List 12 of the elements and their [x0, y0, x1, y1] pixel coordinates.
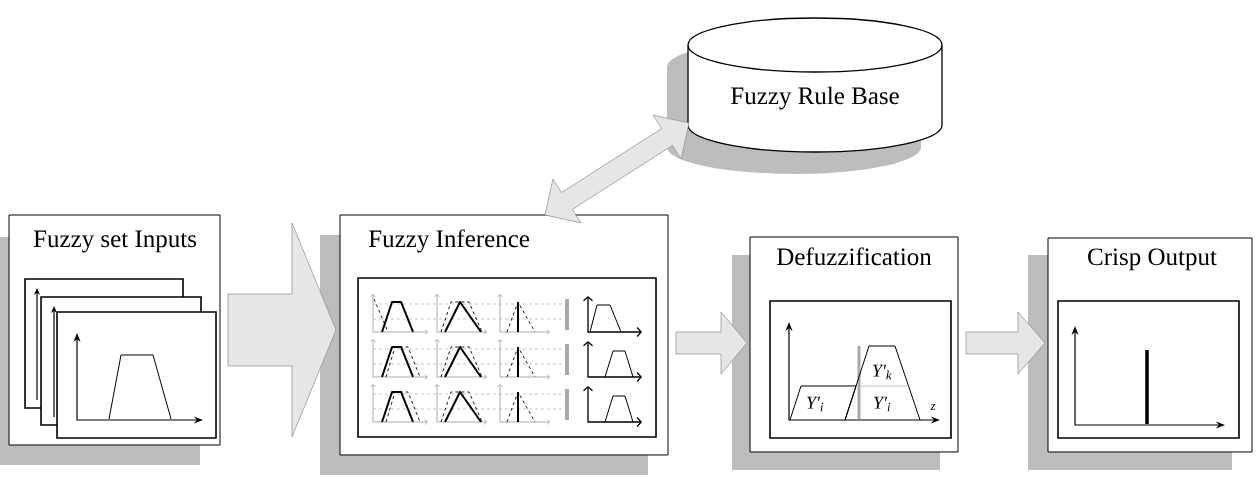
process-box: Fuzzy Inference	[339, 214, 669, 456]
math-label: Y′$_{i}$	[874, 396, 891, 412]
block-arrow	[227, 222, 337, 438]
double-block-arrow	[544, 114, 690, 224]
math-label: Y′$_{i}$	[807, 396, 824, 412]
block-arrow	[675, 311, 748, 375]
axis-label: z	[930, 404, 936, 410]
database-cylinder: Fuzzy Rule Base	[687, 17, 943, 153]
process-box: Crisp Output	[1047, 237, 1253, 453]
math-label: Y′$_{k}$	[873, 364, 892, 380]
process-box: Fuzzy set Inputs	[8, 214, 221, 446]
block-arrow	[965, 311, 1046, 375]
